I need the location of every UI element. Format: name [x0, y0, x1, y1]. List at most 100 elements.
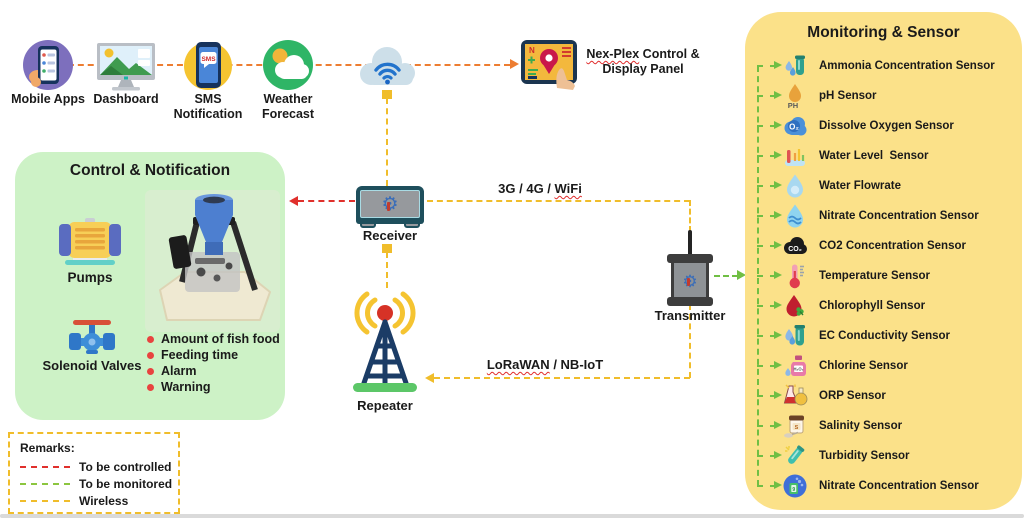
sensor-label: Nitrate Concentration Sensor [819, 480, 979, 492]
control-notification-box: Control & Notification Pumps [15, 152, 285, 420]
ec-conductivity-sensor-icon [782, 323, 808, 349]
sensor-row: H₂O₂ Chlorine Sensor [745, 351, 1022, 381]
link-bottom-label: LoRaWAN / NB-IoT [486, 357, 604, 372]
notification-bullet-list: Amount of fish food Feeding time Alarm W… [147, 331, 280, 395]
sensor-label: Temperature Sensor [819, 270, 930, 282]
sensor-label: EC Conductivity Sensor [819, 330, 950, 342]
solenoid-valve-icon [69, 318, 115, 358]
turbidity-sensor-icon [782, 443, 808, 469]
sensor-row: Water Level Sensor [745, 141, 1022, 171]
fish-feeder-photo [145, 190, 280, 332]
bullet-item: Alarm [147, 363, 280, 379]
mobile-apps-icon [22, 39, 74, 91]
receiver-to-cloud-line [386, 98, 388, 186]
sensor-row: Turbidity Sensor [745, 441, 1022, 471]
panel-name: Nex-Plex [586, 47, 640, 61]
sms-notification-label: SMS Notification [173, 92, 243, 121]
gear-icon: ⚙ [381, 195, 398, 214]
weather-forecast-label: Weather Forecast [261, 92, 315, 121]
bullet-dot [147, 335, 154, 343]
panel-label: Nex-Plex Control & Display Panel [586, 47, 700, 76]
receiver-label: Receiver [362, 228, 418, 243]
transmitter-device: ⚙ [667, 230, 713, 306]
sensor-label: Water Level Sensor [819, 150, 929, 162]
solenoid-valves-label: Solenoid Valves [42, 358, 142, 373]
water-level-sensor-icon [782, 143, 808, 169]
arrowhead-to-receiver [382, 244, 392, 253]
transmitter-label: Transmitter [654, 308, 726, 323]
receiver-device: ⚙ [356, 186, 424, 228]
svg-text:CO₂: CO₂ [788, 246, 802, 253]
sensor-row: EC Conductivity Sensor [745, 321, 1022, 351]
bullet-dot [147, 367, 154, 375]
control-box-title: Control & Notification [69, 162, 231, 179]
svg-text:O₂: O₂ [789, 123, 799, 132]
remarks-legend: Remarks: To be controlled To be monitore… [8, 432, 180, 514]
weather-forecast-icon [262, 39, 314, 91]
svg-text:SMS: SMS [201, 56, 216, 63]
transmitter-cap [667, 297, 713, 306]
arrowhead-to-control-box [289, 196, 298, 206]
temperature-sensor-icon [782, 263, 808, 289]
arrowhead-to-sensor-box [737, 270, 746, 280]
monitoring-sensor-box: Monitoring & Sensor Ammonia Concentratio… [745, 12, 1022, 510]
sensor-row: O₂ Dissolve Oxygen Sensor [745, 111, 1022, 141]
gear-icon: ⚙ [682, 273, 697, 290]
chlorophyll-sensor-icon [782, 293, 808, 319]
sensor-label: Nitrate Concentration Sensor [819, 210, 979, 222]
salinity-sensor-icon: S [782, 413, 808, 439]
receiver-foot [360, 222, 376, 228]
sensor-label: CO2 Concentration Sensor [819, 240, 966, 252]
to-be-controlled-line [298, 200, 355, 202]
sensor-row: PH pH Sensor [745, 81, 1022, 111]
transmitter-cap [667, 254, 713, 263]
sensor-row: CO₂ CO2 Concentration Sensor [745, 231, 1022, 261]
repeater-label: Repeater [357, 398, 413, 413]
svg-text:H₂O₂: H₂O₂ [793, 366, 803, 371]
arrowhead-to-cloud [382, 90, 392, 99]
pumps-label: Pumps [67, 270, 113, 285]
orp-sensor-icon [782, 383, 808, 409]
lorawan-line-drop [689, 304, 691, 378]
sensor-label: Dissolve Oxygen Sensor [819, 120, 954, 132]
svg-text:S: S [795, 425, 799, 431]
sensor-label: Ammonia Concentration Sensor [819, 60, 995, 72]
repeater-antenna-icon [343, 286, 427, 396]
chlorine-sensor-icon: H₂O₂ [782, 353, 808, 379]
remarks-title: Remarks: [20, 441, 75, 455]
nitrate-sensor-icon [782, 203, 808, 229]
arrowhead-to-panel [510, 59, 519, 69]
monitored-line-sample [20, 483, 70, 485]
dashboard-icon [95, 42, 157, 92]
receiver-foot [404, 222, 420, 228]
pump-icon [59, 218, 121, 268]
sensor-label: Chlorophyll Sensor [819, 300, 926, 312]
sensor-row: S Salinity Sensor [745, 411, 1022, 441]
sensor-label: Water Flowrate [819, 180, 902, 192]
ammonia-sensor-icon [782, 53, 808, 79]
sensor-row: 9 Nitrate Concentration Sensor [745, 471, 1022, 501]
water-flowrate-icon [782, 173, 808, 199]
receiver-screen: ⚙ [360, 190, 420, 218]
sensor-box-title: Monitoring & Sensor [807, 24, 960, 41]
bullet-item: Feeding time [147, 347, 280, 363]
link-top-label: 3G / 4G / WiFi [498, 181, 582, 196]
3g4g-wifi-line [427, 200, 690, 202]
bullet-item: Amount of fish food [147, 331, 280, 347]
bullet-dot [147, 351, 154, 359]
3g4g-wifi-line-drop [689, 200, 691, 232]
sms-notification-icon: SMS [182, 39, 234, 92]
legend-row-controlled: To be controlled [20, 459, 171, 475]
legend-row-wireless: Wireless [20, 493, 128, 509]
sensor-label: ORP Sensor [819, 390, 886, 402]
sensor-label: pH Sensor [819, 90, 877, 102]
svg-text:9: 9 [792, 487, 795, 493]
nitrate-sensor-icon-2: 9 [782, 473, 808, 499]
repeater-to-receiver-line [386, 252, 388, 288]
co2-sensor-icon: CO₂ [782, 233, 808, 259]
svg-text:N: N [529, 46, 535, 55]
sensor-label: Turbidity Sensor [819, 450, 910, 462]
dashboard-label: Dashboard [93, 92, 159, 106]
wifi-cloud-icon [354, 40, 422, 92]
transmitter-body: ⚙ [671, 263, 709, 299]
